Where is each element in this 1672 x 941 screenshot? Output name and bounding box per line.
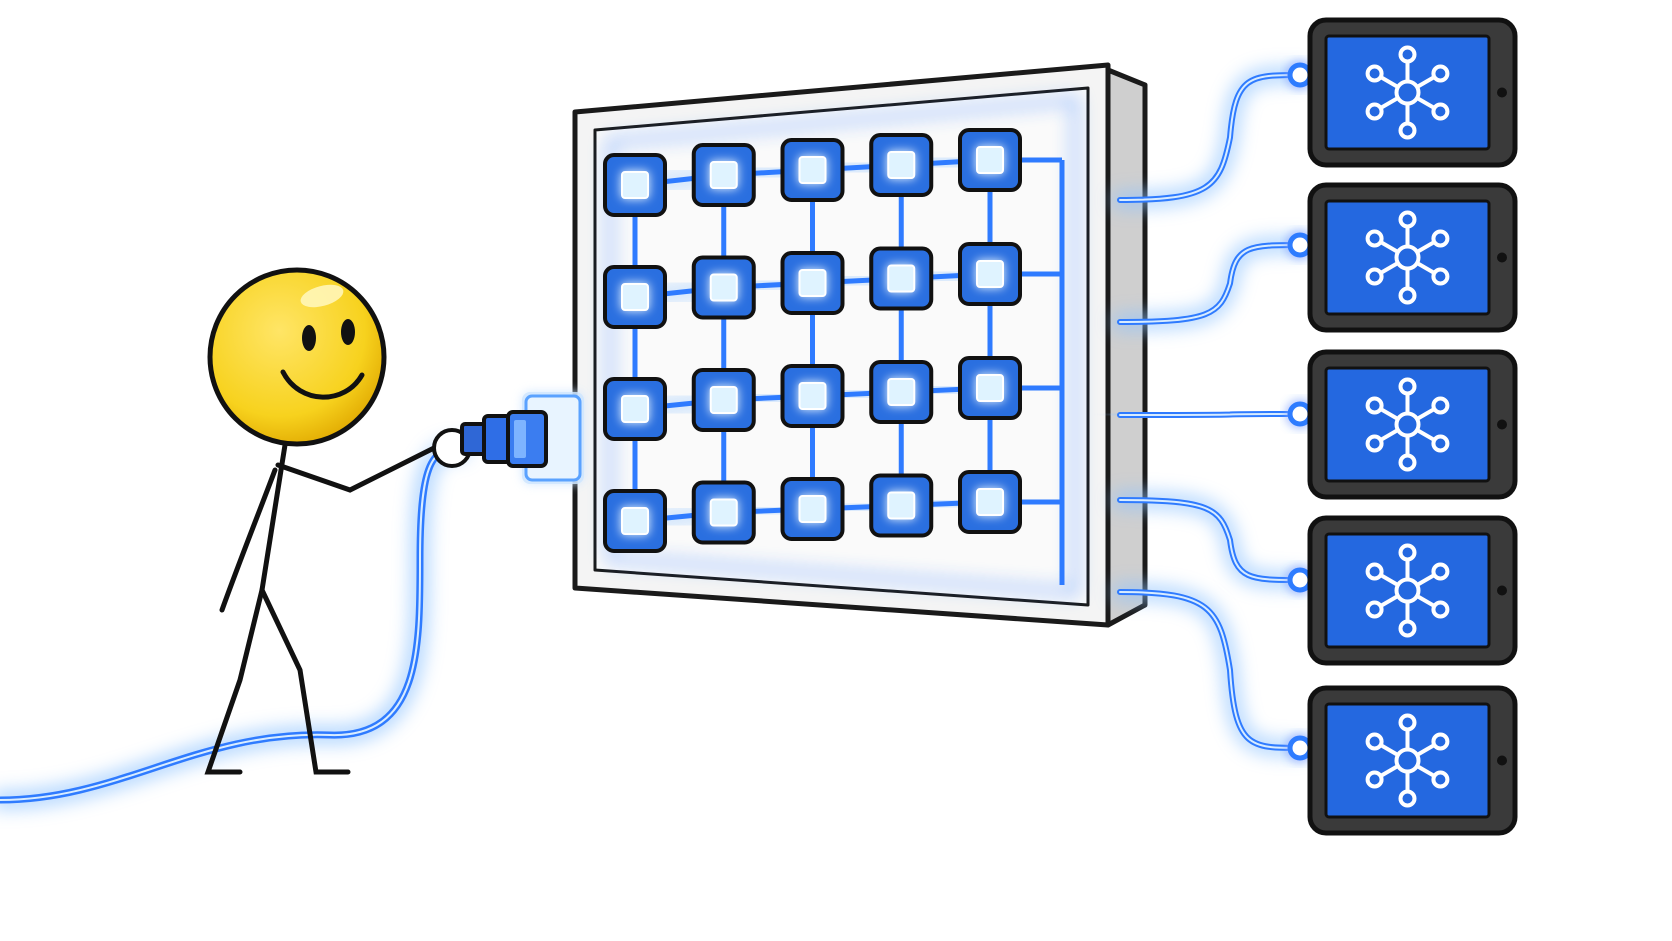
network-hub-icon bbox=[1365, 45, 1450, 140]
figure-torso bbox=[259, 442, 288, 593]
chip-node-icon bbox=[603, 265, 667, 329]
output-links bbox=[1112, 17, 1518, 836]
chip-node-icon bbox=[958, 356, 1022, 420]
chip-node-icon bbox=[691, 480, 756, 545]
chip-node-icon bbox=[869, 473, 934, 538]
device-tablet bbox=[1307, 182, 1518, 333]
output-cable bbox=[1112, 62, 1313, 208]
network-hub-icon bbox=[1365, 377, 1450, 472]
network-hub-icon bbox=[1365, 713, 1450, 808]
figure-left-leg bbox=[204, 587, 265, 775]
output-cable bbox=[1112, 232, 1313, 330]
chip-node-icon bbox=[958, 242, 1022, 306]
smiley-face-icon bbox=[207, 267, 387, 447]
main-power-cable bbox=[0, 440, 469, 809]
network-hub-icon bbox=[1365, 543, 1450, 638]
network-hub-icon bbox=[1365, 210, 1450, 305]
chip-node-icon bbox=[958, 128, 1022, 192]
chip-node-icon bbox=[780, 251, 845, 315]
chip-node-icon bbox=[603, 377, 667, 441]
chip-node-icon bbox=[691, 368, 756, 432]
usb-plug-icon bbox=[460, 392, 584, 484]
chip-node-icon bbox=[691, 143, 756, 207]
chip-node-icon bbox=[603, 489, 667, 553]
chip-node-icon bbox=[780, 364, 845, 428]
chip-node-icon bbox=[869, 360, 934, 424]
figure-right-arm bbox=[275, 442, 443, 493]
chip-node-icon bbox=[869, 246, 934, 311]
output-cable bbox=[1112, 492, 1313, 593]
figure-left-arm bbox=[219, 467, 278, 613]
device-tablet bbox=[1307, 685, 1518, 836]
output-cable bbox=[1112, 584, 1313, 761]
chip-node-icon bbox=[780, 477, 845, 541]
chip-node-icon bbox=[780, 138, 845, 202]
connection-panel bbox=[572, 62, 1148, 628]
device-tablet bbox=[1307, 515, 1518, 666]
stick-figure bbox=[204, 442, 443, 775]
chip-node-icon bbox=[869, 133, 934, 197]
figure-right-leg bbox=[259, 587, 351, 775]
panel-side bbox=[1105, 67, 1148, 628]
node-grid bbox=[603, 128, 1069, 585]
chip-node-icon bbox=[603, 153, 667, 217]
chip-node-icon bbox=[691, 255, 756, 320]
device-tablet bbox=[1307, 349, 1518, 500]
device-tablet bbox=[1307, 17, 1518, 168]
output-cable bbox=[1112, 401, 1313, 427]
chip-node-icon bbox=[958, 470, 1022, 534]
